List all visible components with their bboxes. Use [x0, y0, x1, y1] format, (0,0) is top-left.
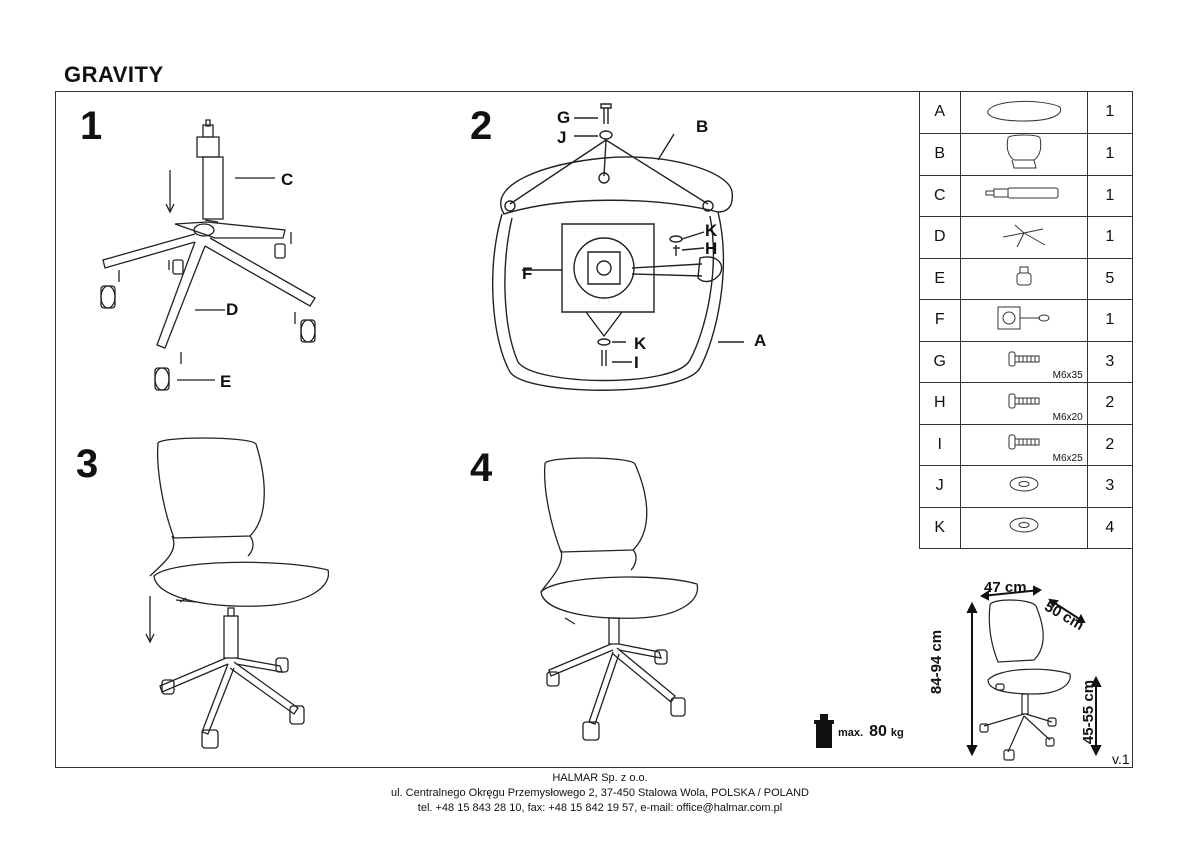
- part-quantity: 1: [1086, 216, 1134, 259]
- part-quantity: 3: [1086, 340, 1134, 383]
- part-id: B: [919, 132, 961, 176]
- part-quantity: 1: [1086, 299, 1134, 342]
- part-image-cell: [959, 174, 1088, 217]
- version-label: v.1: [1112, 751, 1130, 767]
- part-image-cell: M6x20: [959, 382, 1088, 425]
- part-image-cell: [959, 299, 1088, 342]
- step-2-label-k-upper: K: [705, 221, 718, 240]
- bolt-icon: [1007, 433, 1041, 456]
- footer-company: HALMAR Sp. z o.o.: [552, 772, 648, 784]
- step-2-label-b: B: [696, 117, 709, 136]
- step-4-number: 4: [470, 446, 493, 490]
- part-id: F: [919, 299, 961, 342]
- step-2-label-a: A: [754, 331, 767, 350]
- step-2-number: 2: [470, 104, 493, 148]
- seat-icon: [984, 97, 1064, 128]
- part-quantity: 5: [1086, 257, 1134, 300]
- part-image-cell: [959, 216, 1088, 259]
- max-load-value: 80: [869, 723, 887, 740]
- part-image-cell: [959, 506, 1088, 549]
- part-id: K: [919, 506, 961, 549]
- part-image-cell: M6x35: [959, 340, 1088, 383]
- part-quantity: 1: [1086, 132, 1134, 176]
- part-image-cell: M6x25: [959, 423, 1088, 466]
- step-3-number: 3: [76, 442, 99, 486]
- part-id: H: [919, 382, 961, 425]
- step-1-number: 1: [80, 104, 103, 148]
- step-3-attach-seat-drawing: [140, 436, 340, 752]
- part-quantity: 1: [1086, 91, 1134, 134]
- part-id: G: [919, 340, 961, 383]
- part-quantity: 3: [1086, 465, 1134, 508]
- caster-icon: [1015, 265, 1033, 292]
- step-2-label-j: J: [557, 128, 567, 147]
- footer-contact: tel. +48 15 843 28 10, fax: +48 15 842 1…: [417, 802, 783, 814]
- dimension-height: 84-94 cm: [928, 629, 945, 695]
- step-1-label-d: D: [226, 300, 239, 319]
- star-base-icon: [999, 221, 1049, 254]
- document-title: GRAVITY: [64, 62, 164, 87]
- part-spec: M6x35: [1052, 370, 1083, 381]
- gas-lift-icon: [984, 186, 1064, 205]
- part-id: J: [919, 465, 961, 508]
- washer-icon: [1006, 515, 1042, 540]
- bolt-icon: [1007, 392, 1041, 415]
- part-image-cell: [959, 132, 1088, 176]
- footer-address: ul. Centralnego Okręgu Przemysłowego 2, …: [390, 787, 809, 799]
- washer-icon: [1006, 474, 1042, 499]
- step-2-label-f: F: [522, 264, 533, 283]
- backrest-icon: [1002, 134, 1046, 175]
- dimension-width: 47 cm: [984, 579, 1027, 596]
- part-quantity: 2: [1086, 382, 1134, 425]
- step-2-seat-mechanism-drawing: [482, 100, 742, 405]
- part-image-cell: [959, 91, 1088, 134]
- max-load-unit: kg: [890, 727, 904, 739]
- step-2-label-h: H: [705, 239, 718, 258]
- weight-icon: [814, 714, 834, 748]
- company-footer: HALMAR Sp. z o.o. ul. Centralnego Okręgu…: [0, 771, 1200, 816]
- part-id: A: [919, 91, 961, 134]
- part-id: D: [919, 216, 961, 259]
- part-quantity: 1: [1086, 174, 1134, 217]
- dimension-diagram: [960, 586, 1100, 766]
- part-spec: M6x20: [1052, 411, 1083, 423]
- part-id: C: [919, 174, 961, 217]
- part-id: E: [919, 257, 961, 300]
- max-load-prefix: max.: [838, 727, 864, 739]
- part-quantity: 2: [1086, 423, 1134, 466]
- step-2-label-k-lower: K: [634, 334, 647, 353]
- instruction-frame: [55, 91, 1133, 768]
- step-2-label-g: G: [557, 108, 571, 127]
- mechanism-icon: [996, 305, 1052, 336]
- part-quantity: 4: [1086, 506, 1134, 549]
- part-id: I: [919, 423, 961, 466]
- bolt-icon: [1007, 350, 1041, 373]
- step-2-label-i: I: [634, 353, 639, 372]
- step-1-base-assembly-drawing: [95, 120, 335, 400]
- step-1-label-e: E: [220, 372, 232, 391]
- step-1-label-c: C: [281, 170, 294, 189]
- part-image-cell: [959, 465, 1088, 508]
- step-4-assembled-chair-drawing: [535, 456, 705, 748]
- dimension-seat-height: 45-55 cm: [1080, 679, 1097, 745]
- part-image-cell: [959, 257, 1088, 300]
- part-spec: M6x25: [1052, 453, 1083, 464]
